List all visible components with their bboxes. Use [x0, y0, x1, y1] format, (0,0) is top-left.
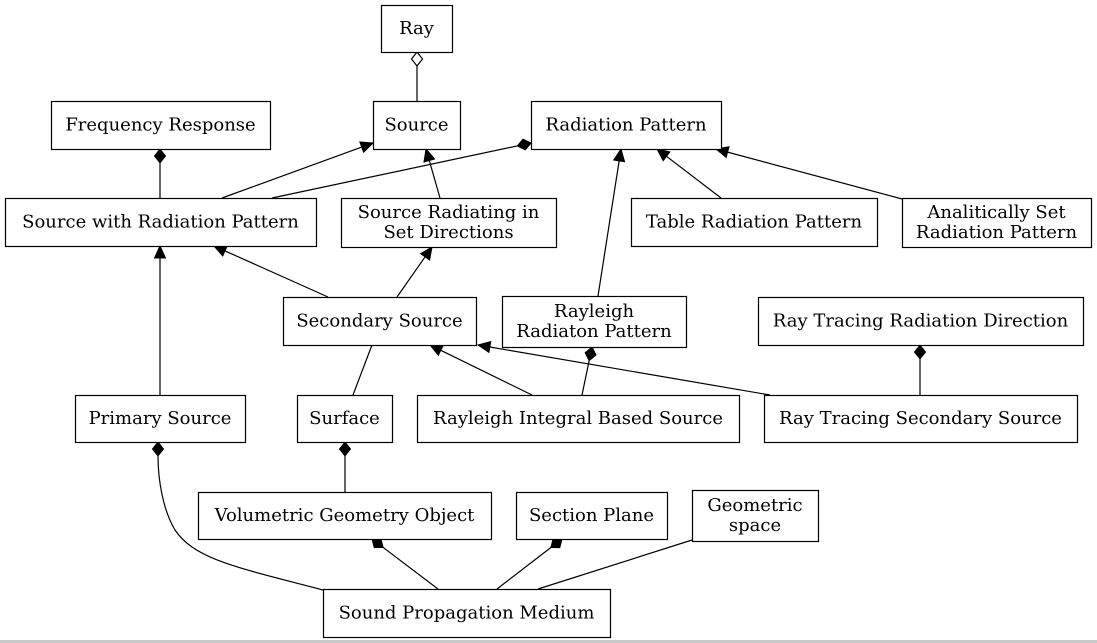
node-box-geometric-space — [691, 489, 820, 543]
node-box-surface — [296, 394, 394, 444]
node-box-section-plane — [515, 491, 669, 541]
node-box-source-radiating-in-set-directions — [340, 197, 558, 249]
inheritance-arrowhead-primary-source-to-source-with-radiation-pattern — [153, 244, 167, 259]
node-label-volumetric-geometry-object: Volumetric Geometry Object — [214, 505, 476, 526]
inheritance-arrowhead-ray-tracing-secondary-source-to-secondary-source — [476, 340, 492, 354]
node-label-radiation-pattern: Radiation Pattern — [545, 115, 707, 136]
inheritance-arrowhead-rayleigh-integral-based-source-to-secondary-source — [428, 344, 444, 357]
node-surface: Surface — [296, 394, 394, 444]
inheritance-arrowhead-table-radiation-pattern-to-radiation-pattern — [656, 148, 671, 162]
node-box-ray-tracing-secondary-source — [763, 394, 1079, 444]
node-box-source — [372, 100, 462, 151]
inheritance-arrowhead-secondary-source-to-source-radiating-in-set-directions — [419, 246, 433, 261]
edge-rayleigh-integral-based-source-to-rayleigh-radiaton-pattern — [581, 360, 590, 396]
node-primary-source: Primary Source — [74, 394, 247, 444]
node-label-section-plane: Section Plane — [529, 505, 654, 526]
bottom-rule — [0, 640, 1097, 643]
node-radiation-pattern: Radiation Pattern — [530, 100, 723, 151]
node-label-geometric-space-line-1: Geometric — [707, 495, 802, 516]
inheritance-arrowhead-source-with-radiation-pattern-to-source — [359, 141, 375, 154]
inheritance-arrowhead-rayleigh-radiaton-pattern-to-radiation-pattern — [612, 147, 626, 163]
node-box-secondary-source — [282, 296, 478, 347]
node-label-rayleigh-integral-based-source: Rayleigh Integral Based Source — [433, 408, 723, 429]
edge-source-radiating-in-set-directions-to-source — [428, 160, 441, 199]
node-box-analitically-set-radiation-pattern — [901, 197, 1093, 249]
composition-diamond-rayleigh-integral-based-source-to-rayleigh-radiaton-pattern — [584, 346, 597, 362]
node-box-rayleigh-radiaton-pattern — [501, 295, 688, 349]
edge-sound-propagation-medium-to-section-plane — [496, 547, 552, 590]
composition-diamond-volumetric-geometry-object-to-surface — [338, 441, 352, 457]
node-label-source: Source — [384, 115, 448, 136]
node-label-analitically-set-radiation-pattern-line-1: Analitically Set — [926, 202, 1066, 223]
node-box-volumetric-geometry-object — [197, 491, 493, 541]
node-label-source-radiating-in-set-directions-line-1: Source Radiating in — [358, 202, 540, 223]
node-box-ray-tracing-radiation-direction — [757, 296, 1085, 347]
node-source-with-radiation-pattern: Source with Radiation Pattern — [4, 197, 318, 248]
edge-secondary-source-to-source-with-radiation-pattern — [224, 250, 329, 298]
node-label-surface: Surface — [309, 408, 380, 429]
node-label-frequency-response: Frequency Response — [65, 115, 255, 136]
edge-rayleigh-radiaton-pattern-to-radiation-pattern — [597, 160, 620, 297]
node-sound-propagation-medium: Sound Propagation Medium — [322, 588, 612, 639]
composition-diamond-ray-tracing-secondary-source-to-ray-tracing-radiation-direction — [913, 344, 927, 360]
node-label-ray: Ray — [399, 18, 435, 39]
node-source: Source — [372, 100, 462, 151]
node-label-sound-propagation-medium: Sound Propagation Medium — [339, 603, 595, 624]
node-rayleigh-integral-based-source: Rayleigh Integral Based Source — [416, 394, 741, 444]
node-label-rayleigh-radiaton-pattern-line-2: Radiaton Pattern — [516, 321, 672, 342]
node-box-source-with-radiation-pattern — [4, 197, 318, 248]
edge-secondary-source-to-source-radiating-in-set-directions — [396, 256, 426, 298]
composition-diamond-sound-propagation-medium-to-primary-source — [151, 441, 165, 457]
node-label-ray-tracing-secondary-source: Ray Tracing Secondary Source — [779, 408, 1062, 429]
aggregation-diamond-source-to-ray — [410, 51, 424, 67]
node-section-plane: Section Plane — [515, 491, 669, 541]
node-box-radiation-pattern — [530, 100, 723, 151]
edges-layer — [157, 66, 921, 591]
node-label-source-radiating-in-set-directions-line-2: Set Directions — [383, 222, 513, 243]
composition-diamond-source-with-radiation-pattern-to-radiation-pattern — [516, 138, 532, 151]
node-label-source-with-radiation-pattern: Source with Radiation Pattern — [22, 212, 299, 233]
node-box-ray — [380, 4, 454, 54]
node-label-primary-source: Primary Source — [89, 408, 232, 429]
node-box-sound-propagation-medium — [322, 588, 612, 639]
composition-diamond-sound-propagation-medium-to-volumetric-geometry-object — [371, 538, 384, 549]
node-label-rayleigh-radiaton-pattern-line-1: Rayleigh — [554, 301, 635, 322]
node-box-rayleigh-integral-based-source — [416, 394, 741, 444]
node-label-analitically-set-radiation-pattern-line-2: Radiation Pattern — [916, 222, 1078, 243]
node-label-ray-tracing-radiation-direction: Ray Tracing Radiation Direction — [773, 311, 1069, 332]
inheritance-arrowhead-secondary-source-to-source-with-radiation-pattern — [212, 245, 228, 257]
node-volumetric-geometry-object: Volumetric Geometry Object — [197, 491, 493, 541]
edge-sound-propagation-medium-to-primary-source — [157, 455, 324, 591]
edge-rayleigh-integral-based-source-to-secondary-source — [440, 349, 533, 396]
node-box-primary-source — [74, 394, 247, 444]
edge-sound-propagation-medium-to-volumetric-geometry-object — [382, 546, 439, 590]
inheritance-arrowhead-source-radiating-in-set-directions-to-source — [423, 147, 436, 163]
edge-secondary-source-to-surface — [352, 344, 373, 396]
node-table-radiation-pattern: Table Radiation Pattern — [630, 197, 879, 248]
edge-table-radiation-pattern-to-radiation-pattern — [666, 155, 722, 199]
node-label-secondary-source: Secondary Source — [296, 311, 462, 332]
edge-sound-propagation-medium-to-geometric-space — [537, 539, 693, 590]
node-label-table-radiation-pattern: Table Radiation Pattern — [646, 212, 863, 233]
node-box-frequency-response — [50, 100, 272, 151]
node-frequency-response: Frequency Response — [50, 100, 272, 151]
node-secondary-source: Secondary Source — [282, 296, 478, 347]
node-box-table-radiation-pattern — [630, 197, 879, 248]
edge-analitically-set-radiation-pattern-to-radiation-pattern — [727, 151, 903, 200]
node-ray-tracing-secondary-source: Ray Tracing Secondary Source — [763, 394, 1079, 444]
edge-ray-tracing-secondary-source-to-secondary-source — [489, 346, 771, 396]
node-label-geometric-space-line-2: space — [729, 515, 781, 536]
edge-source-with-radiation-pattern-to-radiation-pattern — [271, 145, 518, 199]
composition-diamond-source-with-radiation-pattern-to-frequency-response — [153, 148, 167, 164]
node-ray: Ray — [380, 4, 454, 54]
node-ray-tracing-radiation-direction: Ray Tracing Radiation Direction — [757, 296, 1085, 347]
edge-source-with-radiation-pattern-to-source — [221, 146, 362, 199]
composition-diamond-sound-propagation-medium-to-section-plane — [550, 538, 563, 549]
